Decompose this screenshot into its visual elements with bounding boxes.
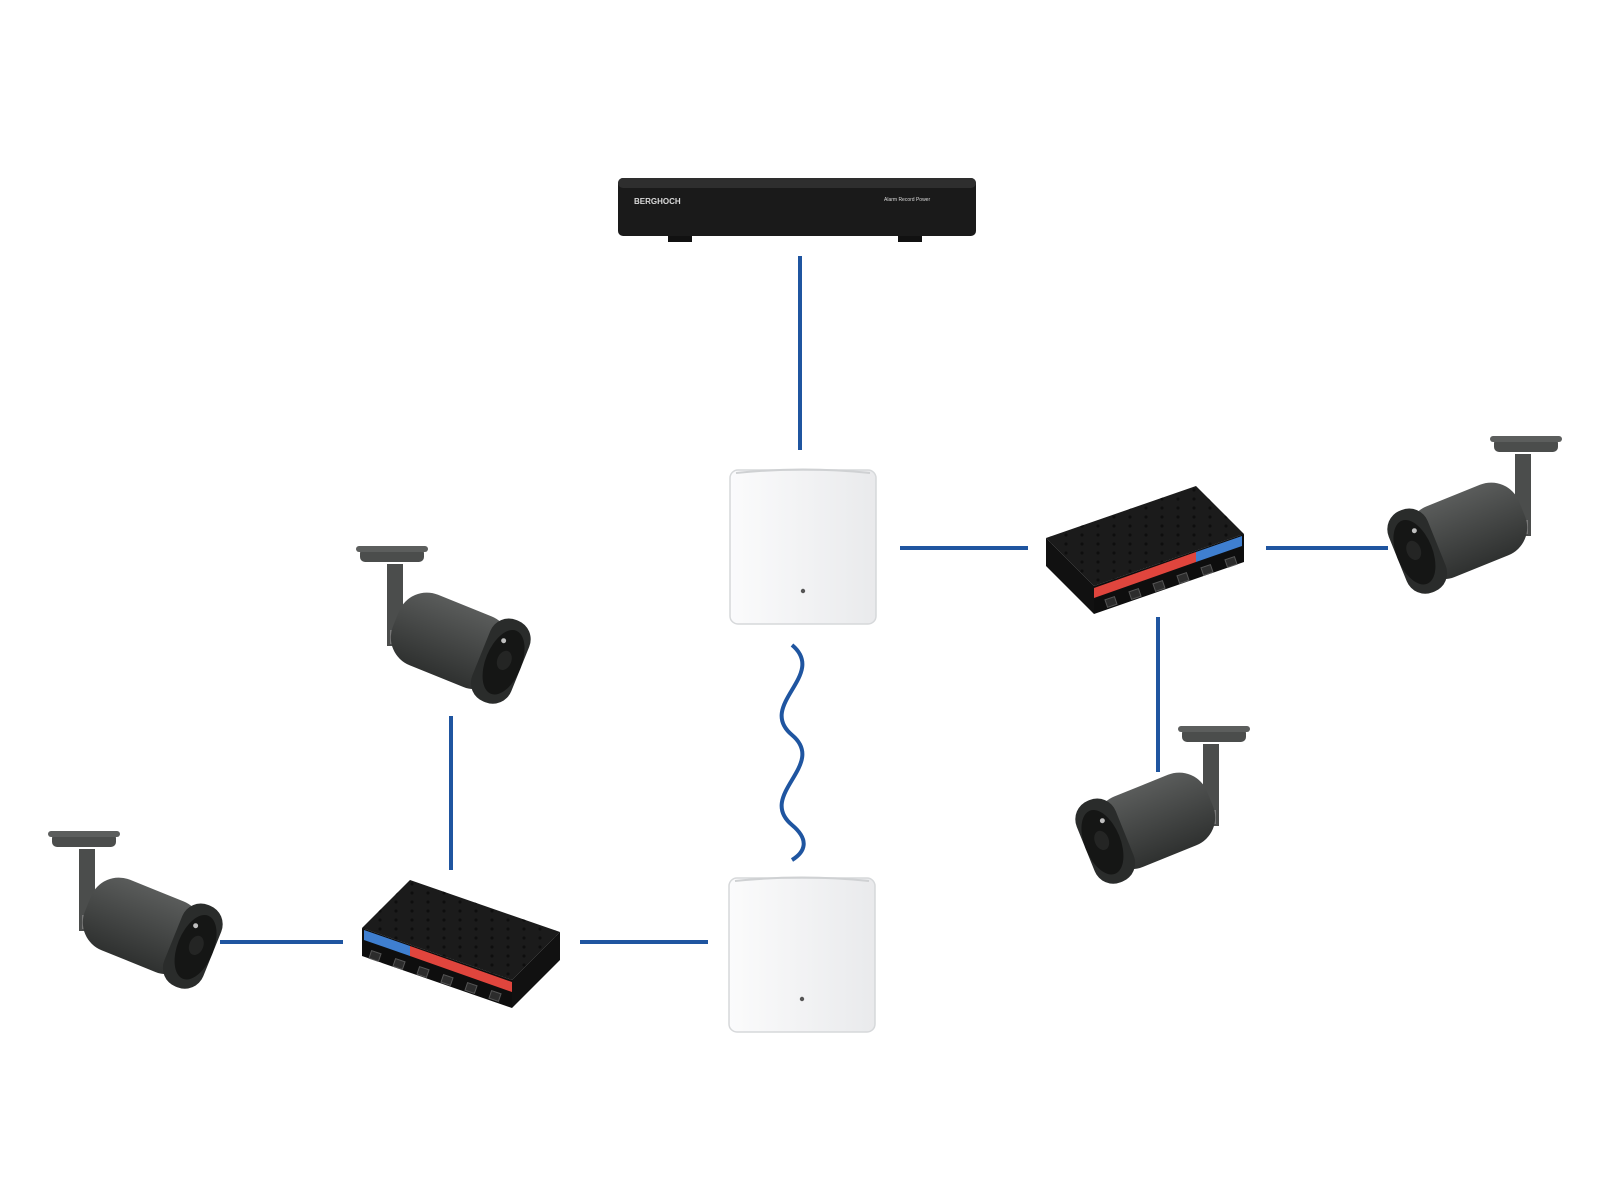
nvr-brand-label: BERGHOCH	[634, 197, 681, 206]
wireless-bridge-top	[729, 468, 877, 625]
camera-left-top	[356, 546, 537, 710]
connection-lines	[220, 256, 1388, 944]
camera-right-top	[1381, 436, 1562, 600]
wireless-bridge-bottom	[728, 876, 876, 1033]
poe-switch-left	[361, 879, 561, 1009]
camera-left-bottom	[48, 831, 229, 995]
poe-switch-right	[1045, 485, 1245, 615]
nvr-recorder: BERGHOCH Alarm Record Power	[618, 178, 976, 242]
wireless-link	[779, 643, 806, 862]
nvr-led-labels: Alarm Record Power	[884, 197, 930, 203]
